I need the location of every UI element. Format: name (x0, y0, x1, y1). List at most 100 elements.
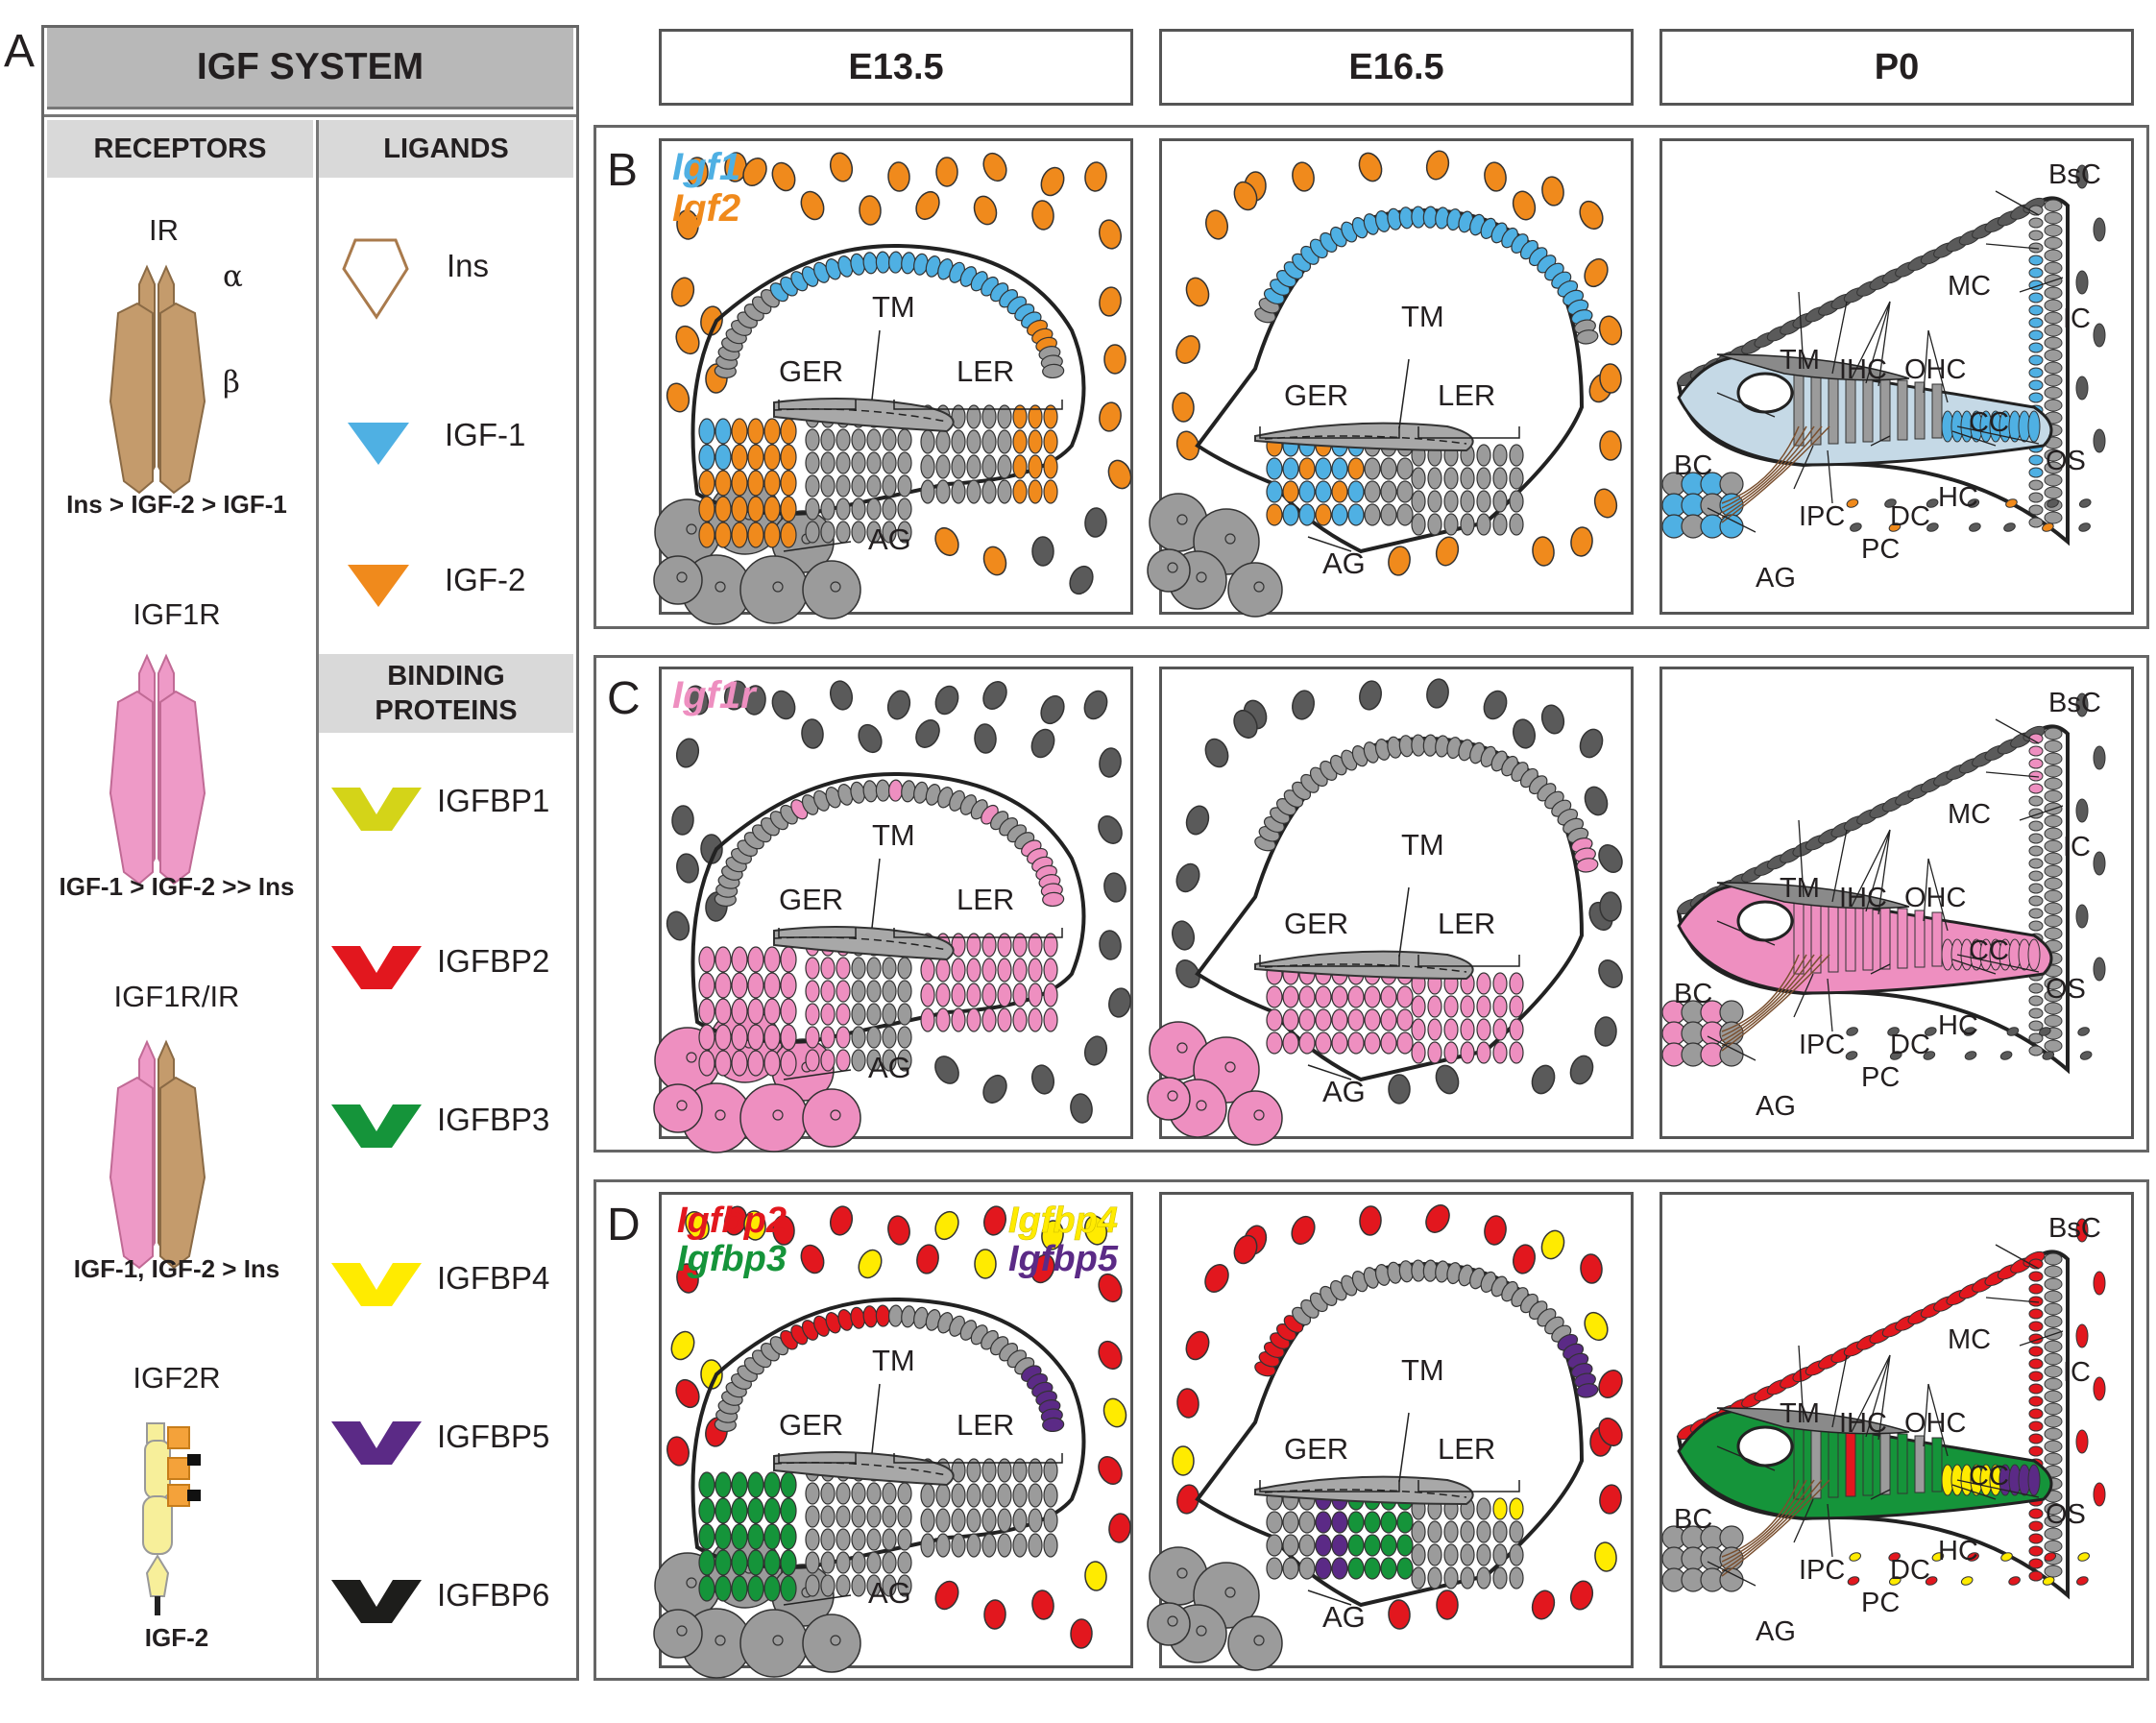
sensory-epithelium-cell (715, 1024, 732, 1051)
mesenchymal-cell (1532, 536, 1555, 567)
ir-receptor-icon (109, 264, 206, 495)
mesenchymal-cell (1083, 690, 1108, 720)
sensory-epithelium-cell (805, 980, 820, 1003)
mesenchymal-cell (1069, 565, 1094, 595)
sensory-epithelium-cell (1266, 480, 1283, 503)
gene-igf1: Igf1 (672, 146, 741, 188)
sensory-epithelium-cell (763, 946, 781, 973)
label-ler: LER (957, 354, 1015, 388)
sensory-epithelium-cell (805, 428, 820, 451)
label-ag: AG (1756, 1616, 1796, 1647)
sensory-epithelium-cell (820, 497, 836, 521)
sensory-epithelium-cell (951, 1508, 966, 1533)
label-ler: LER (1438, 1432, 1496, 1466)
sensory-epithelium-cell (1380, 1031, 1397, 1055)
sensory-epithelium-cell (1460, 1543, 1475, 1566)
sensory-epithelium-cell (780, 418, 797, 445)
sensory-epithelium-cell (882, 451, 897, 474)
sensory-epithelium-cell (1028, 1007, 1043, 1032)
sensory-epithelium-cell (1266, 457, 1283, 480)
sensory-epithelium-cell (1476, 1041, 1491, 1064)
sensory-epithelium-cell (731, 998, 748, 1025)
sensory-epithelium-cell (698, 470, 715, 497)
sensory-epithelium-cell (920, 429, 935, 454)
sensory-epithelium-cell (763, 1497, 781, 1524)
sensory-epithelium-cell (731, 1497, 748, 1524)
mesenchymal-cell (1599, 363, 1622, 394)
sensory-epithelium-cell (966, 1007, 981, 1032)
sensory-epithelium-cell (1298, 1031, 1316, 1055)
sensory-epithelium-cell (715, 972, 732, 999)
sensory-epithelium-cell (1315, 503, 1332, 526)
sensory-epithelium-cell (1266, 503, 1283, 526)
sensory-epithelium-cell (866, 1482, 882, 1505)
sensory-epithelium-cell (805, 1003, 820, 1026)
sensory-epithelium-cell (731, 1549, 748, 1576)
sensory-epithelium-cell (1012, 404, 1028, 429)
sensory-epithelium-cell (1364, 503, 1381, 526)
sensory-epithelium-cell (731, 972, 748, 999)
sensory-epithelium-cell (1492, 1018, 1508, 1041)
sensory-epithelium-cell (981, 479, 997, 504)
sensory-epithelium-cell (1315, 1008, 1332, 1031)
mesenchymal-cell (1359, 1205, 1382, 1236)
sensory-epithelium-cell (715, 998, 732, 1025)
sensory-epithelium-cell (1427, 490, 1442, 513)
sensory-epithelium-cell (763, 1549, 781, 1576)
ligand-icons (342, 238, 409, 607)
sensory-epithelium-cell (805, 1551, 820, 1574)
sensory-epithelium-cell (747, 1497, 764, 1524)
sensory-epithelium-cell (805, 1505, 820, 1528)
sensory-epithelium-cell (820, 1505, 836, 1528)
sensory-epithelium-cell (1427, 1041, 1442, 1064)
mesenchymal-cell (1233, 1234, 1258, 1265)
sensory-epithelium-cell (1427, 467, 1442, 490)
mesenchymal-cell (675, 738, 700, 768)
sensory-epithelium-cell (1411, 1520, 1426, 1543)
mesenchymal-cell (1084, 507, 1107, 538)
sensory-epithelium-cell (866, 1528, 882, 1551)
label-dc: DC (1890, 501, 1930, 532)
mesenchymal-cell (1185, 805, 1210, 836)
mesenchymal-cell (771, 690, 796, 720)
mesenchymal-cell (743, 1210, 766, 1241)
sensory-epithelium-cell (1396, 985, 1414, 1008)
sensory-epithelium-cell (1012, 1508, 1028, 1533)
sensory-epithelium-cell (1331, 480, 1348, 503)
sensory-epithelium-cell (763, 496, 781, 522)
label-ger: GER (779, 883, 844, 916)
sensory-epithelium-cell (1443, 513, 1459, 536)
sensory-epithelium-cell (1331, 1008, 1348, 1031)
title-divider (44, 114, 576, 117)
sensory-epithelium-cell (1396, 457, 1414, 480)
sensory-epithelium-cell (780, 496, 797, 522)
sensory-epithelium-cell (1315, 457, 1332, 480)
sensory-epithelium-cell (1028, 933, 1043, 958)
mesenchymal-cell (982, 546, 1007, 576)
mesenchymal-cell (974, 723, 997, 754)
sensory-epithelium-cell (1364, 1031, 1381, 1055)
sensory-epithelium-cell (836, 521, 851, 544)
sensory-epithelium-cell (882, 428, 897, 451)
sensory-epithelium-cell (851, 428, 866, 451)
sensory-epithelium-cell (1443, 1520, 1459, 1543)
sensory-epithelium-cell (1411, 513, 1426, 536)
sensory-epithelium-cell (1460, 490, 1475, 513)
sensory-epithelium-cell (1492, 995, 1508, 1018)
sensory-epithelium-cell (1492, 1497, 1508, 1520)
mesenchymal-cell (1031, 200, 1054, 231)
sensory-epithelium-cell (820, 1049, 836, 1072)
sensory-epithelium-cell (1380, 1511, 1397, 1534)
sensory-epithelium-cell (836, 474, 851, 497)
sensory-epithelium-cell (836, 1551, 851, 1574)
label-tm: TM (1401, 300, 1444, 333)
mesenchymal-cell (1070, 1093, 1093, 1124)
label-ohc: OHC (1904, 1408, 1967, 1439)
sensory-epithelium-cell (1364, 480, 1381, 503)
sensory-epithelium-cell (997, 958, 1012, 983)
mesenchymal-cell (1425, 150, 1450, 181)
sensory-epithelium-cell (1012, 429, 1028, 454)
sensory-epithelium-cell (1443, 467, 1459, 490)
sensory-epithelium-cell (966, 429, 981, 454)
sensory-epithelium-cell (981, 1483, 997, 1508)
